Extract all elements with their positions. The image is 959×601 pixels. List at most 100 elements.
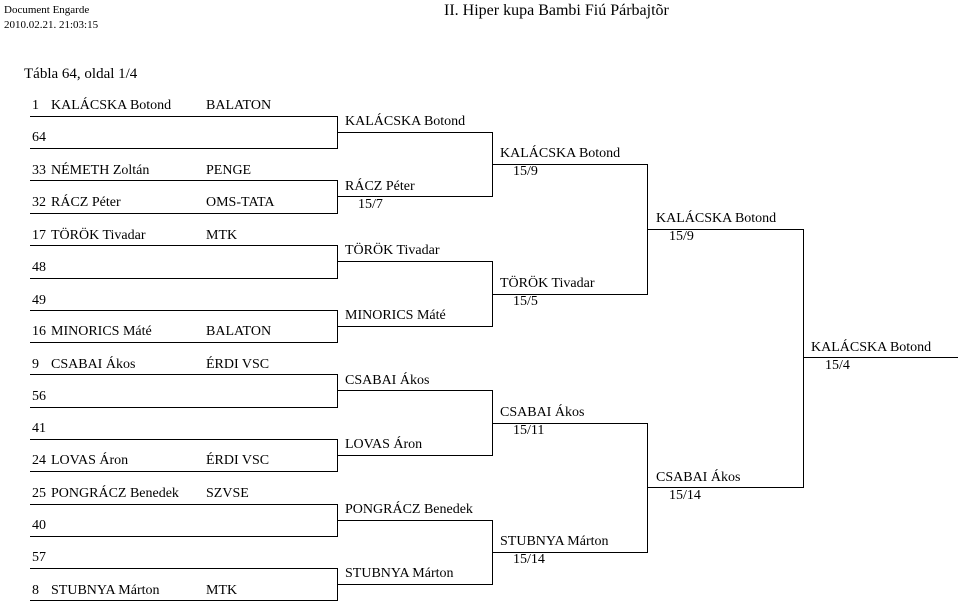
page-title: II. Hiper kupa Bambi Fiú Párbajtõr bbox=[444, 2, 669, 19]
bracket-line bbox=[338, 390, 493, 391]
bracket-line bbox=[647, 164, 648, 295]
entry-club: MTK bbox=[206, 228, 238, 243]
bracket-line bbox=[493, 552, 648, 553]
bracket-line bbox=[493, 423, 648, 424]
bracket-line bbox=[30, 148, 338, 149]
entry-club: ÉRDI VSC bbox=[206, 453, 270, 468]
entry-seed: 40 bbox=[32, 518, 46, 533]
match-score: 15/14 bbox=[669, 488, 701, 503]
winner-name: KALÁCSKA Botond bbox=[656, 211, 777, 226]
bracket-line bbox=[337, 180, 338, 214]
entry-name: LOVAS Áron bbox=[51, 453, 129, 468]
bracket-line bbox=[30, 342, 338, 343]
bracket-line bbox=[337, 568, 338, 601]
entry-club: BALATON bbox=[206, 98, 272, 113]
match-score: 15/9 bbox=[669, 229, 694, 244]
bracket-line bbox=[337, 439, 338, 472]
winner-name: CSABAI Ákos bbox=[500, 405, 585, 420]
entry-seed: 41 bbox=[32, 421, 46, 436]
entry-club: PENGE bbox=[206, 163, 252, 178]
bracket-line bbox=[337, 116, 338, 149]
entry-seed: 32 bbox=[32, 195, 46, 210]
winner-name: KALÁCSKA Botond bbox=[811, 340, 932, 355]
bracket-line bbox=[30, 568, 338, 569]
entry-name: RÁCZ Péter bbox=[51, 195, 121, 210]
bracket-line bbox=[337, 310, 338, 343]
bracket-line bbox=[337, 374, 338, 408]
bracket-line bbox=[493, 164, 648, 165]
bracket-line bbox=[648, 487, 804, 488]
match-score: 15/14 bbox=[513, 552, 545, 567]
winner-name: KALÁCSKA Botond bbox=[345, 114, 466, 129]
app-name: Document Engarde bbox=[4, 4, 90, 16]
winner-name: TÖRÖK Tivadar bbox=[500, 276, 595, 291]
winner-name: STUBNYA Márton bbox=[500, 534, 609, 549]
bracket-line bbox=[338, 584, 493, 585]
entry-seed: 1 bbox=[32, 98, 39, 113]
bracket-line bbox=[337, 504, 338, 537]
bracket-line bbox=[338, 196, 493, 197]
entry-seed: 48 bbox=[32, 260, 46, 275]
winner-name: PONGRÁCZ Benedek bbox=[345, 502, 473, 517]
bracket-line bbox=[30, 278, 338, 279]
bracket-line bbox=[30, 504, 338, 505]
bracket-line bbox=[803, 229, 804, 488]
entry-seed: 16 bbox=[32, 324, 46, 339]
bracket-line bbox=[30, 245, 338, 246]
bracket-line bbox=[647, 423, 648, 553]
bracket-line bbox=[30, 374, 338, 375]
bracket-line bbox=[338, 132, 493, 133]
entry-name: STUBNYA Márton bbox=[51, 583, 160, 598]
bracket-line bbox=[492, 520, 493, 585]
bracket-line bbox=[338, 520, 493, 521]
entry-name: MINORICS Máté bbox=[51, 324, 152, 339]
bracket-line bbox=[30, 439, 338, 440]
bracket-line bbox=[338, 455, 493, 456]
bracket-line bbox=[804, 357, 958, 358]
entry-seed: 9 bbox=[32, 357, 39, 372]
entry-club: OMS-TATA bbox=[206, 195, 275, 210]
bracket-line bbox=[338, 326, 493, 327]
winner-name: KALÁCSKA Botond bbox=[500, 146, 621, 161]
bracket-line bbox=[30, 407, 338, 408]
winner-name: CSABAI Ákos bbox=[656, 470, 741, 485]
bracket-line bbox=[30, 310, 338, 311]
entry-club: ÉRDI VSC bbox=[206, 357, 270, 372]
bracket-line bbox=[492, 390, 493, 456]
bracket-line bbox=[30, 536, 338, 537]
entry-club: MTK bbox=[206, 583, 238, 598]
winner-name: TÖRÖK Tivadar bbox=[345, 243, 440, 258]
bracket-line bbox=[493, 294, 648, 295]
winner-name: CSABAI Ákos bbox=[345, 373, 430, 388]
entry-name: PONGRÁCZ Benedek bbox=[51, 486, 179, 501]
bracket-line bbox=[30, 471, 338, 472]
bracket-line bbox=[492, 132, 493, 197]
bracket-line bbox=[30, 180, 338, 181]
entry-name: CSABAI Ákos bbox=[51, 357, 136, 372]
entry-club: BALATON bbox=[206, 324, 272, 339]
entry-seed: 17 bbox=[32, 228, 46, 243]
entry-seed: 25 bbox=[32, 486, 46, 501]
entry-name: TÖRÖK Tivadar bbox=[51, 228, 146, 243]
entry-seed: 8 bbox=[32, 583, 39, 598]
entry-seed: 24 bbox=[32, 453, 46, 468]
winner-name: STUBNYA Márton bbox=[345, 566, 454, 581]
match-score: 15/11 bbox=[513, 423, 545, 438]
match-score: 15/4 bbox=[825, 358, 850, 373]
entry-seed: 57 bbox=[32, 550, 46, 565]
bracket-line bbox=[492, 261, 493, 327]
entry-name: NÉMETH Zoltán bbox=[51, 163, 150, 178]
bracket-line bbox=[338, 261, 493, 262]
entry-club: SZVSE bbox=[206, 486, 249, 501]
bracket-line bbox=[30, 116, 338, 117]
entry-seed: 56 bbox=[32, 389, 46, 404]
match-score: 15/9 bbox=[513, 164, 538, 179]
match-score: 15/7 bbox=[358, 197, 383, 212]
entry-seed: 33 bbox=[32, 163, 46, 178]
winner-name: LOVAS Áron bbox=[345, 437, 423, 452]
entry-seed: 49 bbox=[32, 293, 46, 308]
entry-name: KALÁCSKA Botond bbox=[51, 98, 172, 113]
entry-seed: 64 bbox=[32, 130, 46, 145]
table-subtitle: Tábla 64, oldal 1/4 bbox=[24, 66, 138, 82]
match-score: 15/5 bbox=[513, 294, 538, 309]
